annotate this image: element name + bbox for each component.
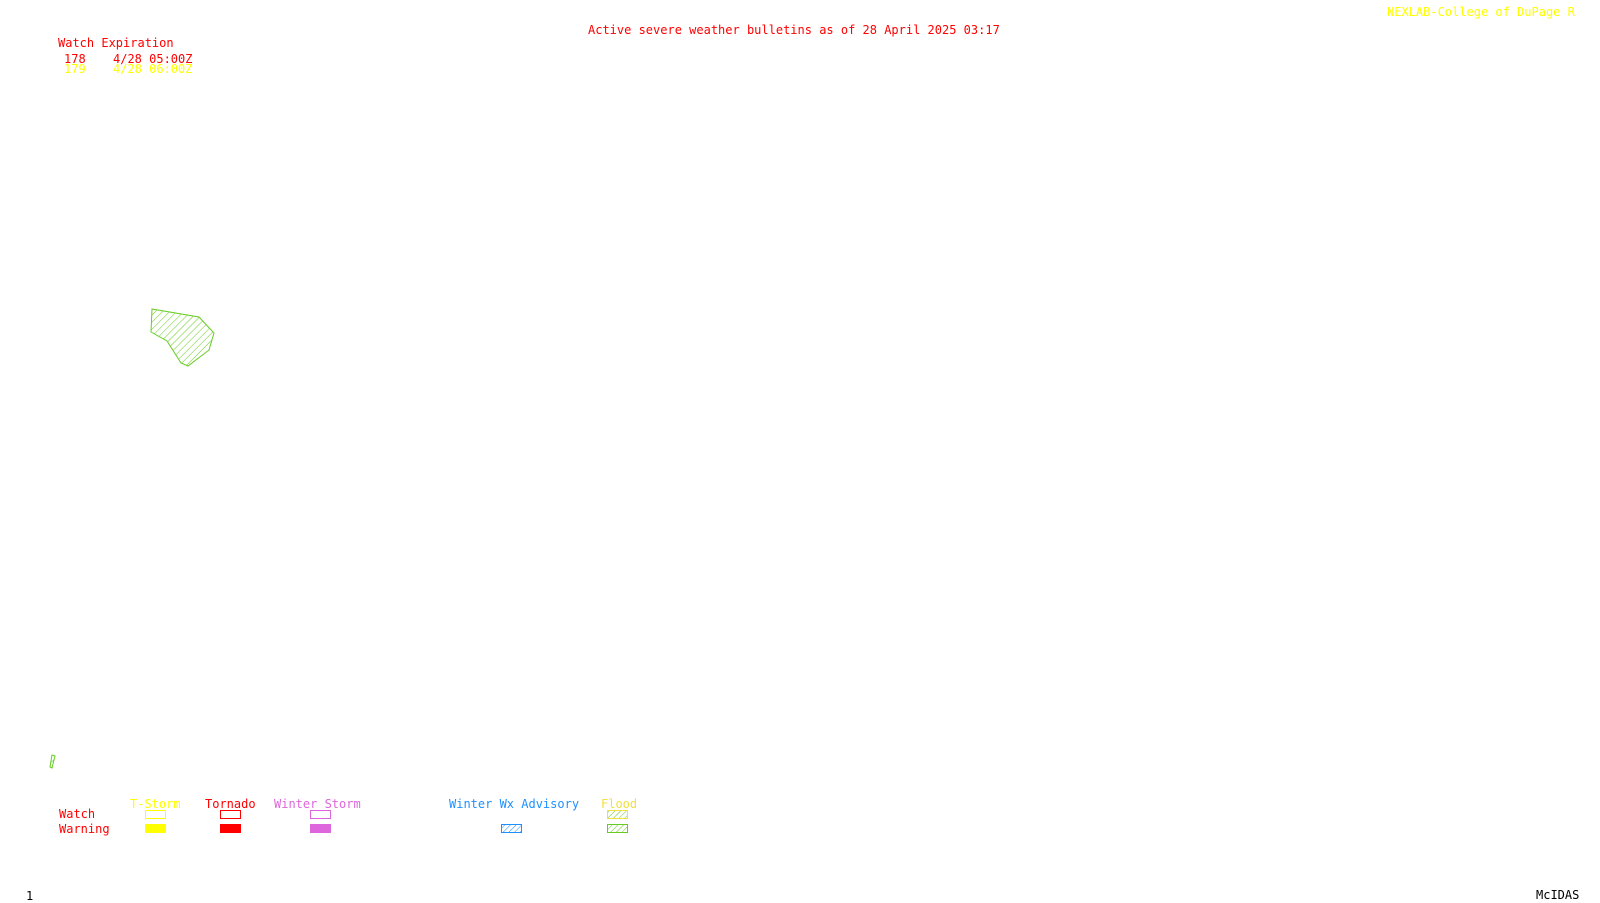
watch-number: 179 — [64, 62, 86, 76]
legend-flood-label: Flood — [601, 797, 638, 811]
legend-winter-storm-warning-swatch — [310, 824, 331, 833]
legend-winter-storm-label: Winter Storm — [274, 797, 361, 811]
flood-warning-area[interactable] — [150, 308, 215, 367]
bulletin-title: Active severe weather bulletins as of 28… — [588, 23, 1000, 37]
legend-tstorm-watch-swatch — [145, 810, 166, 819]
credit-label: NEXLAB-College of DuPage R — [1387, 5, 1575, 19]
legend-watch-row-label: Watch — [59, 807, 96, 821]
legend-tornado-warning-swatch — [220, 824, 241, 833]
legend-tornado-watch-swatch — [220, 810, 241, 819]
watch-table-heading: Watch Expiration — [58, 36, 174, 50]
legend-winter-storm-watch-swatch — [310, 810, 331, 819]
watch-expiration-time: 4/28 05:00Z — [113, 52, 193, 66]
legend-tstorm-label: T-Storm — [130, 797, 181, 811]
legend-winter-advisory-label: Winter Wx Advisory — [449, 797, 580, 811]
legend-warning-row-label: Warning — [59, 822, 110, 836]
legend-tornado-label: Tornado — [205, 797, 256, 811]
software-label: McIDAS — [1536, 888, 1580, 902]
frame-number: 1 — [26, 889, 34, 903]
flood-warning-area[interactable] — [49, 754, 56, 769]
legend-tstorm-warning-swatch — [145, 824, 166, 833]
watch-number: 178 — [64, 52, 86, 66]
watch-expiration-time: 4/28 06:00Z — [113, 62, 193, 76]
